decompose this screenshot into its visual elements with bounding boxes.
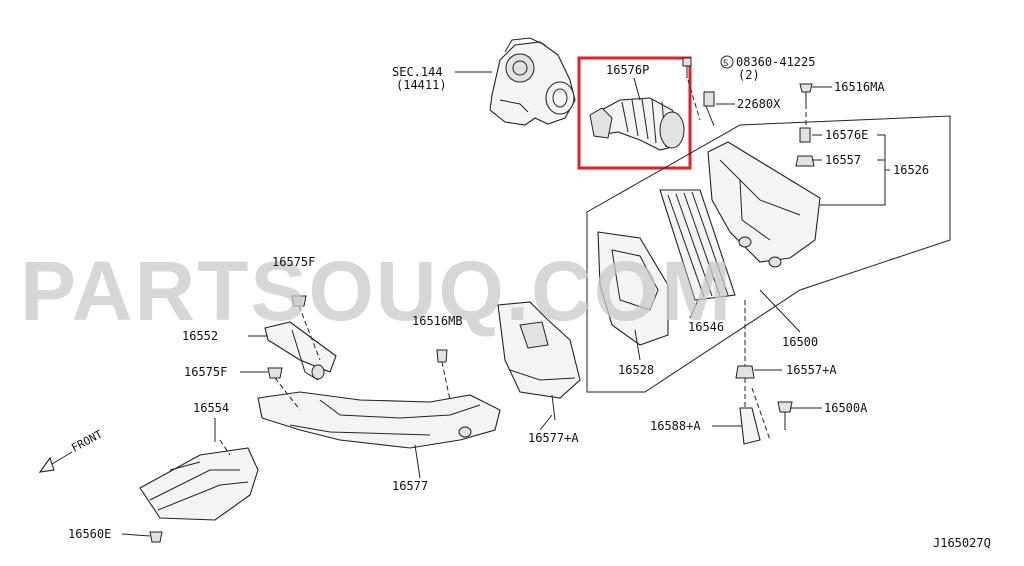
label-16560e[interactable]: 16560E bbox=[68, 527, 111, 541]
label-16557[interactable]: 16557 bbox=[825, 153, 861, 167]
leader-lines bbox=[121, 71, 890, 537]
label-16554[interactable]: 16554 bbox=[193, 401, 229, 415]
label-08360-41225[interactable]: 08360-41225 bbox=[736, 55, 815, 69]
air-filter-element-drawing bbox=[659, 189, 736, 301]
label-16588a[interactable]: 16588+A bbox=[650, 419, 701, 433]
resonator-drawing bbox=[497, 301, 581, 421]
label-16552[interactable]: 16552 bbox=[182, 329, 218, 343]
air-cleaner-lower-case-drawing bbox=[597, 231, 669, 346]
turbocharger-drawing bbox=[489, 37, 576, 126]
label-screw-qty: (2) bbox=[738, 68, 760, 82]
label-sec144-sub: (14411) bbox=[396, 78, 447, 92]
air-guide-drawing bbox=[139, 439, 259, 521]
label-16516mb[interactable]: 16516MB bbox=[412, 314, 463, 328]
diagram-code: J165027Q bbox=[933, 536, 991, 550]
screw-symbol-icon bbox=[720, 55, 734, 69]
label-16577a[interactable]: 16577+A bbox=[528, 431, 579, 445]
highlight-frame bbox=[577, 56, 692, 170]
label-16576p[interactable]: 16576P bbox=[606, 63, 649, 77]
intake-duct-drawing bbox=[257, 391, 501, 449]
label-16546[interactable]: 16546 bbox=[688, 320, 724, 334]
sensor-screws-drawing bbox=[682, 57, 815, 167]
label-16500a[interactable]: 16500A bbox=[824, 401, 868, 415]
front-arrow-icon bbox=[38, 451, 73, 473]
label-sec144[interactable]: SEC.144 bbox=[392, 65, 443, 79]
watermark-text: PARTSOUQ.COM bbox=[20, 244, 733, 338]
air-duct-16576p-drawing[interactable] bbox=[577, 56, 692, 170]
duct-bracket-drawing bbox=[264, 321, 337, 381]
label-16575f-top[interactable]: 16575F bbox=[272, 255, 315, 269]
label-16577[interactable]: 16577 bbox=[392, 479, 428, 493]
label-16557a[interactable]: 16557+A bbox=[786, 363, 837, 377]
label-16516ma[interactable]: 16516MA bbox=[834, 80, 885, 94]
label-16575f-mid[interactable]: 16575F bbox=[184, 365, 227, 379]
clips-drawing bbox=[149, 295, 451, 543]
screw-prefix: S bbox=[723, 59, 728, 69]
label-16528[interactable]: 16528 bbox=[618, 363, 654, 377]
label-16526[interactable]: 16526 bbox=[893, 163, 929, 177]
air-cleaner-outline-16500 bbox=[586, 115, 951, 393]
front-label: FRONT bbox=[69, 427, 105, 454]
label-16576e[interactable]: 16576E bbox=[825, 128, 868, 142]
label-22680x[interactable]: 22680X bbox=[737, 97, 781, 111]
label-16500[interactable]: 16500 bbox=[782, 335, 818, 349]
mount-hardware-drawing bbox=[735, 300, 793, 445]
air-cleaner-cover-drawing bbox=[707, 141, 821, 268]
